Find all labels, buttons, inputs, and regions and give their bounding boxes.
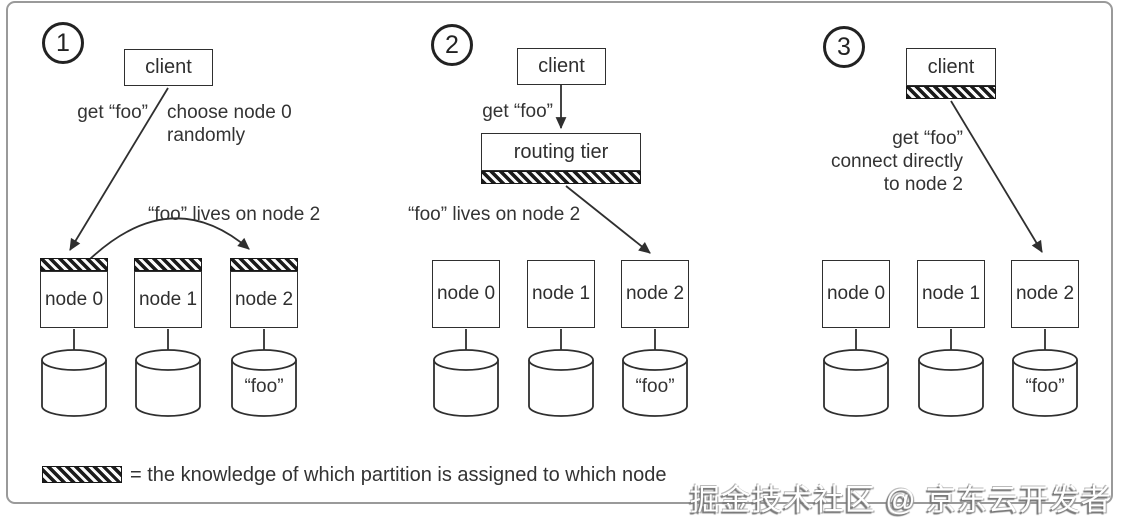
database-cylinder (41, 349, 107, 417)
routing-tier-label: routing tier (513, 140, 609, 163)
foo-location-label: “foo” lives on node 2 (148, 204, 321, 225)
database-cylinder (231, 349, 297, 417)
arrow-node0-to-node2-curved (89, 217, 250, 260)
node-label: node 2 (234, 288, 294, 310)
node-label: node 2 (625, 283, 685, 304)
partition-knowledge-bar (134, 258, 202, 271)
node-box: node 2 (1011, 260, 1079, 328)
arrow-client-to-node2 (950, 100, 1043, 253)
database-cylinder (135, 349, 201, 417)
node-box: node 2 (230, 271, 298, 328)
watermark: 掘金技术社区 @ 京东云开发者 (689, 484, 1112, 517)
annotation-line: to node 2 (883, 174, 963, 195)
database-cylinder (918, 349, 984, 417)
panel-number-badge: 1 (42, 22, 84, 64)
legend-hatch-swatch (42, 466, 122, 483)
client-box: client (906, 48, 996, 86)
db-value-label: “foo” (244, 376, 284, 397)
client-box: client (517, 48, 606, 85)
request-label: get “foo” (77, 102, 148, 123)
panel-number: 2 (445, 30, 459, 59)
node-label: node 0 (436, 283, 496, 304)
node-label: node 1 (921, 283, 981, 304)
foo-location-label: “foo” lives on node 2 (408, 204, 581, 225)
routing-tier-box: routing tier (481, 133, 641, 171)
annotation-line: connect directly (830, 151, 963, 172)
node-box: node 1 (917, 260, 985, 328)
annotation-connect-directly: get “foo” connect directly to node 2 (770, 127, 963, 196)
database-cylinder (433, 349, 499, 417)
annotation-line: choose node 0 (167, 102, 292, 123)
node-box: node 2 (621, 260, 689, 328)
node-label: node 1 (531, 283, 591, 304)
panel-number: 1 (56, 28, 70, 57)
partition-knowledge-bar (481, 171, 641, 184)
annotation-choose-node: choose node 0 randomly (167, 101, 292, 147)
node-label: node 0 (44, 288, 104, 310)
database-cylinder (823, 349, 889, 417)
database-cylinder (622, 349, 688, 417)
request-label: get “foo” (482, 101, 553, 122)
panel-number: 3 (837, 32, 851, 61)
node-label: node 2 (1015, 283, 1075, 304)
client-label: client (927, 55, 975, 78)
client-box: client (124, 49, 213, 86)
client-label: client (538, 55, 585, 77)
database-cylinder (528, 349, 594, 417)
db-value-label: “foo” (1025, 376, 1065, 397)
node-box: node 1 (527, 260, 595, 328)
node-box: node 0 (822, 260, 890, 328)
legend-text: = the knowledge of which partition is as… (130, 464, 667, 486)
arrow-client-to-node0 (69, 87, 169, 251)
client-label: client (145, 56, 192, 78)
arrow-routing-tier-to-node2 (565, 185, 651, 254)
request-label: get “foo” (892, 128, 963, 149)
node-box: node 0 (432, 260, 500, 328)
node-label: node 0 (826, 283, 886, 304)
database-cylinder (1012, 349, 1078, 417)
panel-number-badge: 2 (431, 24, 473, 66)
node-box: node 0 (40, 271, 108, 328)
partition-knowledge-bar (906, 86, 996, 99)
node-label: node 1 (138, 288, 198, 310)
annotation-line: randomly (167, 125, 246, 146)
partition-knowledge-bar (40, 258, 108, 271)
db-value-label: “foo” (635, 376, 675, 397)
panel-number-badge: 3 (823, 26, 865, 68)
node-box: node 1 (134, 271, 202, 328)
partition-knowledge-bar (230, 258, 298, 271)
